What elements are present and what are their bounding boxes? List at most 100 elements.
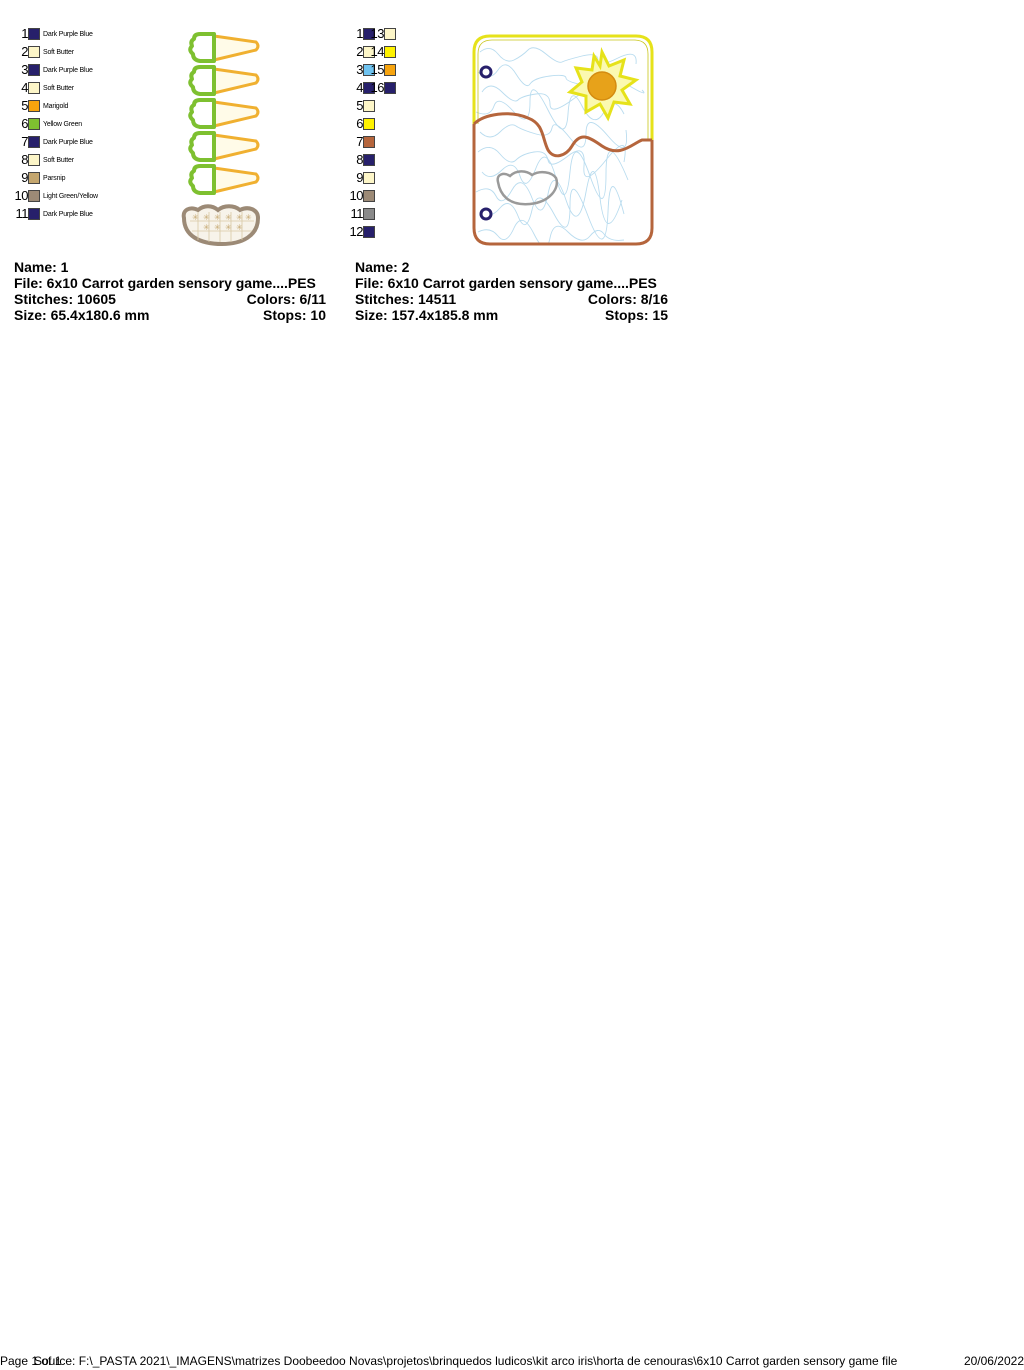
design-stops: Stops: 15 [604,307,668,323]
color-index: 3 [21,62,28,77]
color-swatch [363,154,375,166]
carrot-bed-shape: ✳✳✳✳✳✳ ✳✳✳✳ [181,204,261,247]
color-index: 8 [356,152,363,167]
color-index: 15 [370,62,385,77]
color-swatch [384,28,396,40]
design-stops: Stops: 10 [262,307,326,323]
color-swatch [28,208,40,220]
color-swatch [384,64,396,76]
color-index: 1 [21,26,28,41]
color-swatch [363,100,375,112]
color-list-item: 2 [340,45,375,59]
color-index: 14 [370,44,385,59]
color-name: Parsnip [43,174,66,182]
color-index: 8 [21,152,28,167]
color-index: 1 [356,26,363,41]
print-date: 20/06/2022 [963,1354,1024,1368]
color-list-item: 10 Light Green/Yellow [0,188,99,203]
color-list-item: 12 [340,225,375,239]
color-list-item: 1 Dark Purple Blue [0,27,93,41]
svg-text:✳: ✳ [203,223,210,232]
color-index: 6 [21,116,28,131]
source-path: Source: F:\_PASTA 2021\_IMAGENS\matrizes… [34,1354,898,1368]
design-1-preview: ✳✳✳✳✳✳ ✳✳✳✳ [181,32,261,247]
color-swatch [363,136,375,148]
color-swatch [363,46,375,58]
color-swatch [28,118,40,130]
page-footer: Page 1 of 1 Source: F:\_PASTA 2021\_IMAG… [0,1352,1024,1370]
color-name: Soft Butter [43,48,74,56]
design-stitches: Stitches: 10605 [14,291,116,307]
color-index: 11 [350,206,364,221]
color-swatch [28,154,40,166]
color-name: Dark Purple Blue [43,210,93,218]
svg-text:✳: ✳ [203,213,210,222]
color-list-item: 10 [340,189,375,203]
svg-text:✳: ✳ [214,213,221,222]
design-1-info: Name: 1 File: 6x10 Carrot garden sensory… [14,259,331,323]
color-name: Marigold [43,102,69,110]
color-index: 2 [356,44,363,59]
svg-text:✳: ✳ [225,213,232,222]
sun-shape [566,47,640,122]
color-swatch [28,82,40,94]
color-list-item: 8 [340,153,375,167]
design-name: Name: 1 [14,259,69,275]
color-index: 13 [370,26,385,41]
color-name: Light Green/Yellow [43,192,98,200]
color-swatch [28,136,40,148]
svg-text:✳: ✳ [214,223,221,232]
color-swatch [28,46,40,58]
color-list-item: 5 [340,99,375,113]
color-list-item: 3 [340,63,375,77]
stipple-fill [475,47,645,244]
color-list-item: 4 [340,81,375,95]
color-name: Soft Butter [43,156,74,164]
design-colors: Colors: 8/16 [587,291,668,307]
design-2-preview [472,34,654,246]
color-index: 10 [14,188,29,203]
color-list-item: 1 [340,27,375,41]
color-swatch [363,208,375,220]
carrot-shape [188,164,260,195]
color-index: 4 [356,80,363,95]
color-swatch [28,64,40,76]
color-index: 5 [21,98,28,113]
opening-shape [496,170,559,206]
design-file: File: 6x10 Carrot garden sensory game...… [355,275,657,291]
color-list-item: 5 Marigold [0,99,68,113]
color-swatch [28,28,40,40]
eyelet-top [479,65,493,79]
color-list-item: 14 [369,45,396,59]
color-index: 7 [21,134,28,149]
svg-text:✳: ✳ [236,213,243,222]
color-name: Dark Purple Blue [43,138,93,146]
eyelet-bottom [479,207,493,221]
color-name: Yellow Green [43,120,82,128]
color-swatch [363,28,375,40]
color-name: Dark Purple Blue [43,30,93,38]
color-index: 3 [356,62,363,77]
color-list-item: 6 [340,117,375,131]
color-index: 4 [21,80,28,95]
color-list-item: 16 [369,81,396,95]
carrot-shape [188,98,260,129]
color-index: 7 [356,134,363,149]
color-swatch [28,172,40,184]
color-swatch [384,46,396,58]
color-index: 12 [349,224,364,239]
color-swatch [363,172,375,184]
color-index: 6 [356,116,363,131]
color-swatch [28,190,40,202]
carrot-shape [188,65,260,96]
design-name: Name: 2 [355,259,410,275]
color-swatch [363,190,375,202]
svg-text:✳: ✳ [236,223,243,232]
design-size: Size: 65.4x180.6 mm [14,307,150,323]
design-2-info: Name: 2 File: 6x10 Carrot garden sensory… [355,259,672,323]
design-file: File: 6x10 Carrot garden sensory game...… [14,275,316,291]
color-swatch [363,226,375,238]
